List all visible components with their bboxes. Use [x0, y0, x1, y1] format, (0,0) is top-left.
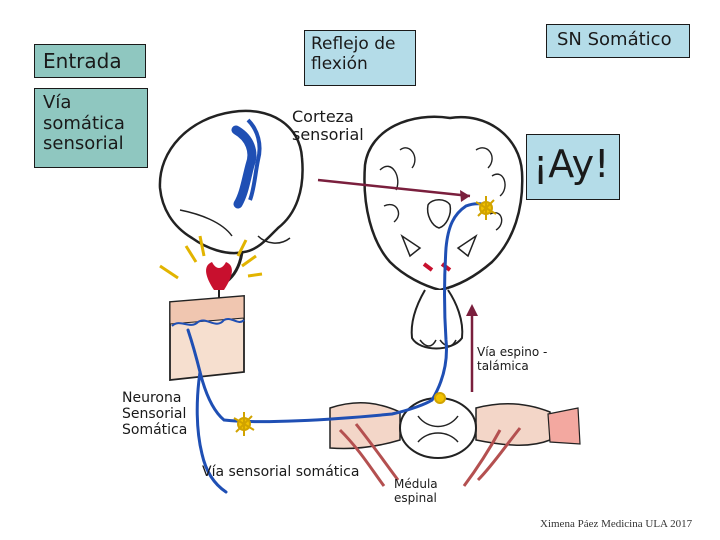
- neurona-label: Neurona Sensorial Somática: [122, 390, 188, 439]
- medula-label: Médula espinal: [394, 477, 438, 505]
- neuron-body-icon: [233, 196, 497, 436]
- entrada-box: Entrada: [34, 44, 146, 78]
- brain-lateral-icon: [158, 109, 304, 284]
- via-somatica-label: Vía somática sensorial: [43, 92, 125, 155]
- credit-label: Ximena Páez Medicina ULA 2017: [540, 518, 693, 530]
- ay-box: ¡Ay!: [526, 134, 620, 200]
- via-somatica-box: Vía somática sensorial: [34, 88, 148, 168]
- via-sensorial-label: Vía sensorial somática: [202, 464, 360, 480]
- arrow-up-icon: [466, 304, 478, 392]
- spinal-cord-icon: [329, 397, 581, 487]
- reflejo-label: Reflejo de flexión: [311, 34, 396, 74]
- entrada-label: Entrada: [43, 49, 122, 73]
- via-espino-label: Vía espino - talámica: [477, 345, 548, 373]
- reflejo-box: Reflejo de flexión: [304, 30, 416, 86]
- ay-label: ¡Ay!: [533, 142, 610, 186]
- brain-section-icon: [363, 115, 524, 350]
- arrow-to-cortex-icon: [317, 178, 471, 202]
- corteza-label: Corteza sensorial: [292, 107, 364, 145]
- sn-somatico-box: SN Somático: [546, 24, 690, 58]
- skin-stimulus-icon: [159, 235, 263, 382]
- sn-somatico-label: SN Somático: [557, 29, 672, 50]
